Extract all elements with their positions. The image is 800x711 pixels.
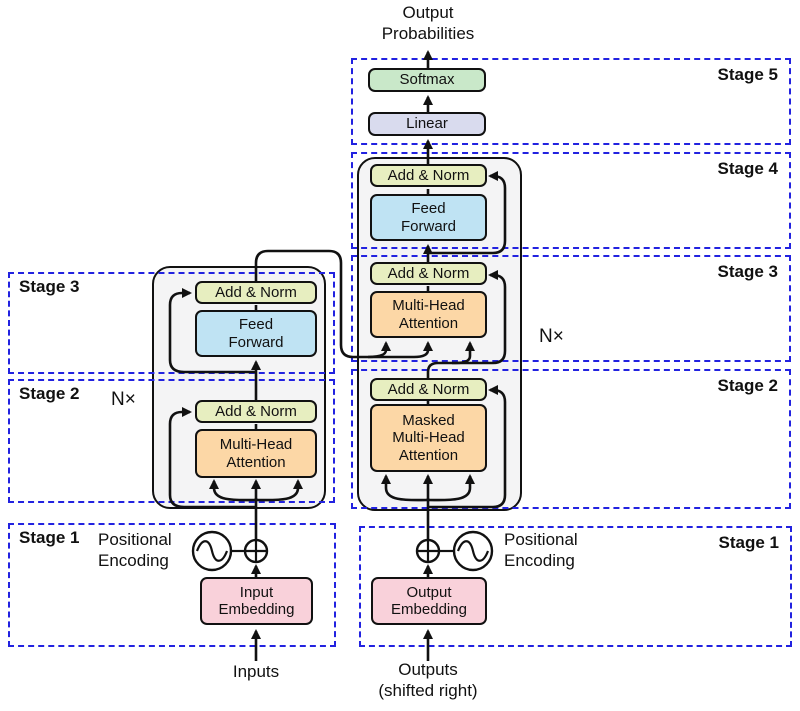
encoder-multi-head-attention-box: Multi-Head Attention <box>195 429 317 478</box>
decoder-add-norm-stage3-box: Add & Norm <box>370 262 487 285</box>
stage-label: Stage 3 <box>717 262 778 281</box>
stage-label: Stage 2 <box>717 376 778 395</box>
encoder-feed-forward-box: Feed Forward <box>195 310 317 357</box>
stage-label: Stage 3 <box>19 277 80 296</box>
stage-label: Stage 1 <box>718 533 779 552</box>
linear-box: Linear <box>368 112 486 136</box>
positional-encoding-label-left: Positional Encoding <box>98 530 172 571</box>
stage-box-right-5: Stage 5 <box>351 58 791 145</box>
output-embedding-box: Output Embedding <box>371 577 487 625</box>
decoder-masked-multi-head-attention-box: Masked Multi-Head Attention <box>370 404 487 472</box>
stage-label: Stage 5 <box>717 65 778 84</box>
inputs-label: Inputs <box>232 662 280 681</box>
stage-label: Stage 2 <box>19 384 80 403</box>
n-times-label-right: N× <box>539 326 564 347</box>
encoder-add-norm-top-box: Add & Norm <box>195 281 317 304</box>
stage-box-right-4: Stage 4 <box>351 152 791 249</box>
stage-label: Stage 1 <box>19 528 80 547</box>
stage-label: Stage 4 <box>717 159 778 178</box>
encoder-add-norm-bottom-box: Add & Norm <box>195 400 317 423</box>
decoder-feed-forward-box: Feed Forward <box>370 194 487 241</box>
stage-box-right-2: Stage 2 <box>351 369 791 509</box>
positional-encoding-label-right: Positional Encoding <box>504 530 578 571</box>
outputs-label: Outputs (shifted right) <box>378 660 478 701</box>
stage-box-left-1: Stage 1 <box>8 523 336 647</box>
input-embedding-box: Input Embedding <box>200 577 313 625</box>
softmax-box: Softmax <box>368 68 486 92</box>
stage-box-right-1: Stage 1 <box>359 526 792 647</box>
output-probabilities-label: Output Probabilities <box>381 3 475 44</box>
decoder-add-norm-stage2-box: Add & Norm <box>370 378 487 401</box>
decoder-multi-head-attention-box: Multi-Head Attention <box>370 291 487 338</box>
decoder-add-norm-stage4-box: Add & Norm <box>370 164 487 187</box>
n-times-label-left: N× <box>111 389 136 410</box>
